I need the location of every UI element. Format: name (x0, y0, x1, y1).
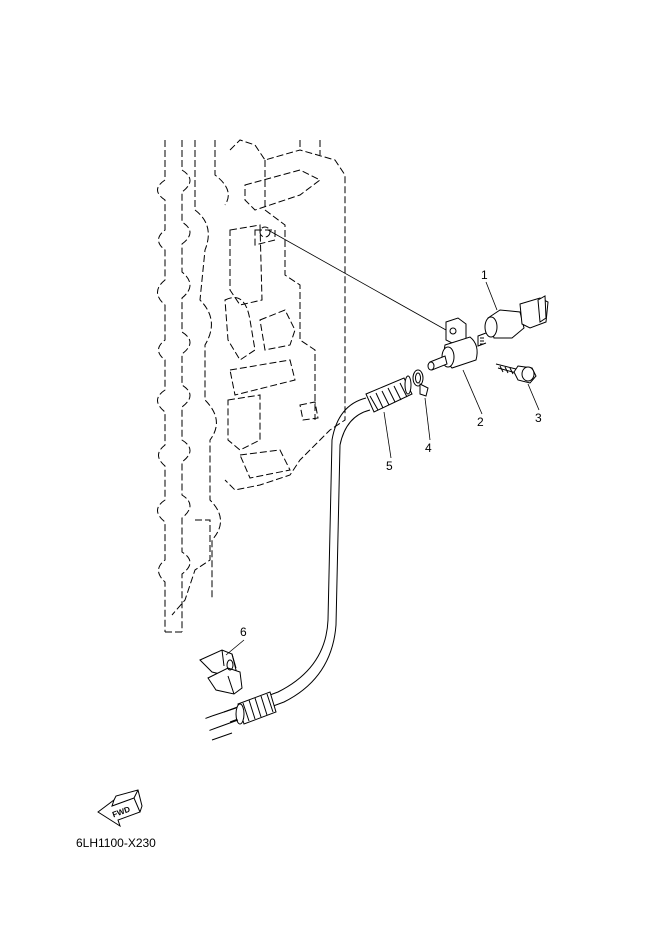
fwd-arrow-icon: FWD (97, 789, 143, 828)
adapter-part-2 (427, 317, 478, 371)
callout-2: 2 (477, 415, 484, 429)
hose-clip-part-6 (199, 649, 243, 695)
bolt-part-3 (495, 363, 537, 384)
assembly-leader-line (267, 229, 447, 331)
callout-1: 1 (481, 268, 488, 282)
callout-4: 4 (425, 441, 432, 455)
figure-code: 6LH1100-X230 (76, 836, 156, 850)
callout-leaders (225, 281, 540, 656)
callout-5: 5 (386, 459, 393, 473)
clamp-part-4 (412, 369, 429, 397)
engine-block-outline (157, 139, 346, 633)
callout-3: 3 (535, 411, 542, 425)
callout-6: 6 (240, 625, 247, 639)
pressure-sensor-part-1 (477, 295, 549, 347)
hose-part-5 (203, 375, 413, 741)
